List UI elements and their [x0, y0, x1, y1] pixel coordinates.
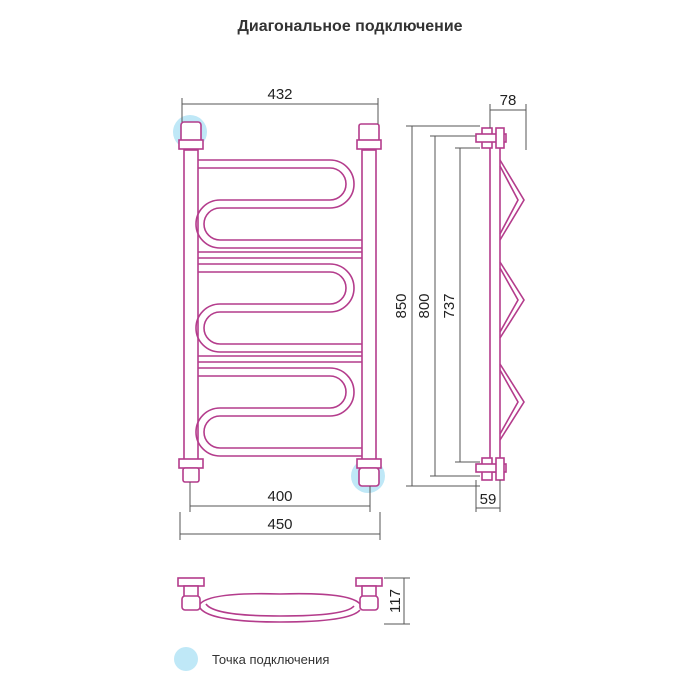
dimension-label-400: 400	[267, 488, 292, 505]
dimension-bottom-depth: 117	[384, 577, 410, 625]
left-riser	[178, 121, 204, 483]
bottom-view: 117	[177, 577, 410, 625]
serpentine-coil	[195, 159, 362, 457]
front-view: 432 400 450	[173, 86, 385, 540]
dimension-label-800: 800	[416, 293, 433, 318]
diagram-title: Диагональное подключение	[237, 18, 463, 35]
dimension-label-450: 450	[267, 516, 292, 533]
right-riser	[356, 123, 382, 487]
dimension-height-inner: 737	[441, 147, 480, 463]
dimension-depth-bottom: 59	[475, 480, 501, 512]
dimension-label-117: 117	[387, 589, 404, 613]
bottom-coil	[199, 592, 361, 623]
dimension-label-59: 59	[480, 491, 497, 508]
dimension-height-total: 850	[393, 125, 480, 487]
dimension-label-850: 850	[393, 293, 410, 318]
side-view: 850 800 737 78	[393, 92, 527, 512]
legend: Точка подключения	[174, 647, 329, 671]
dimension-depth-top: 78	[489, 92, 527, 150]
dimension-label-737: 737	[441, 293, 458, 318]
dimension-axis-width: 400	[189, 482, 371, 512]
side-riser	[489, 139, 501, 473]
connection-point-legend-icon	[174, 647, 198, 671]
dimension-label-78: 78	[500, 92, 517, 109]
dimension-outer-width: 450	[179, 512, 381, 540]
dimension-top-width: 432	[181, 86, 379, 124]
dimension-height-axis: 800	[416, 135, 480, 477]
side-coil	[499, 159, 525, 441]
legend-label: Точка подключения	[212, 651, 330, 667]
dimension-label-432: 432	[267, 86, 292, 103]
